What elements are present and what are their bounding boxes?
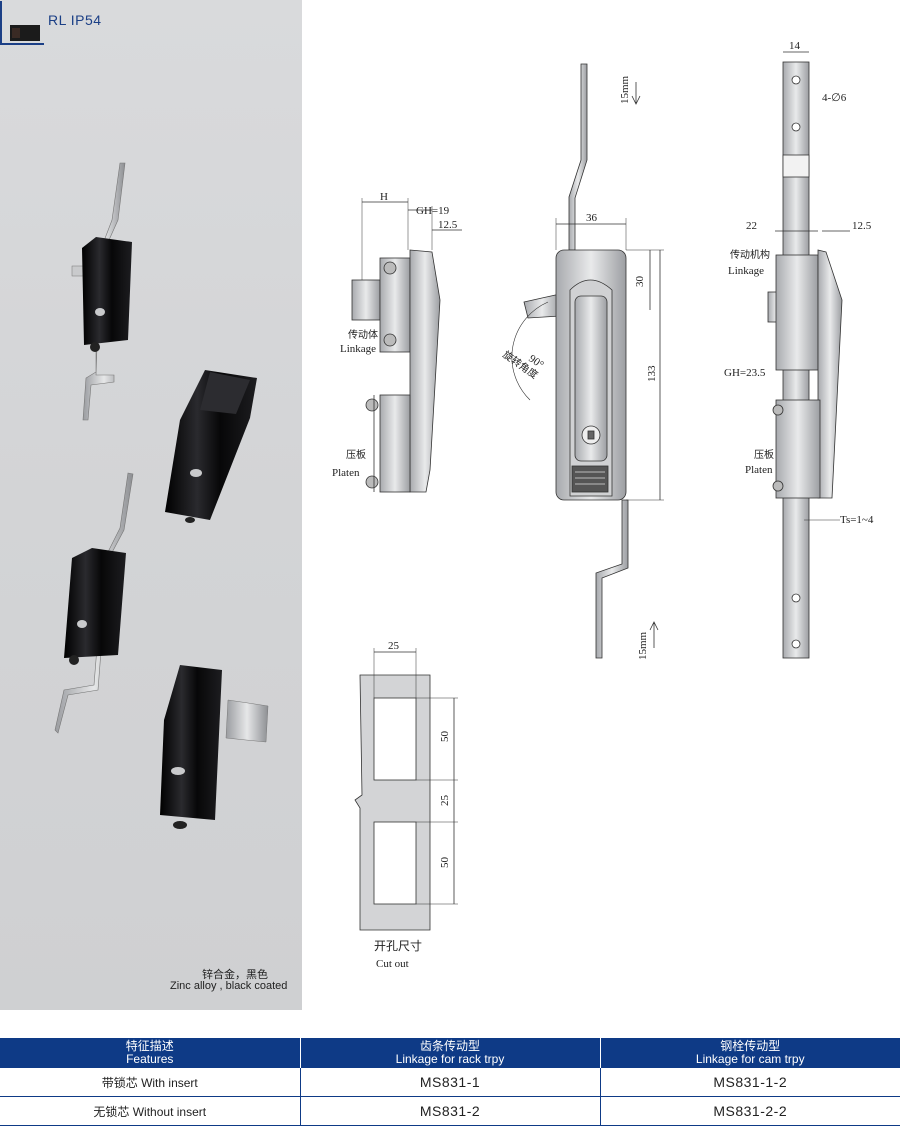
row-rack-model: MS831-1 xyxy=(300,1068,601,1097)
side-linkage-en: Linkage xyxy=(340,343,376,355)
cam-linkage-en: Linkage xyxy=(728,265,764,277)
brand-name: RL xyxy=(48,12,67,28)
spec-table: 特征描述 Features 齿条传动型 Linkage for rack trp… xyxy=(0,1038,900,1126)
technical-drawing: H GH=19 12.5 传动体 Linkage 压板 Platen 36 30… xyxy=(332,40,874,970)
row-feature: 带锁芯 With insert xyxy=(0,1068,301,1097)
cam-holes: 4-∅6 xyxy=(822,92,847,104)
photo-lock-cam-with-insert xyxy=(54,472,134,734)
cam-linkage-cn: 传动机构 xyxy=(730,248,770,261)
side-platen-en: Platen xyxy=(332,467,360,479)
material-cn-label: 锌合金，黑色 xyxy=(202,968,268,981)
table-row: 带锁芯 With insert MS831-1 MS831-1-2 xyxy=(0,1068,900,1097)
brand-badge-icon xyxy=(0,1,44,45)
header-cam-en: Linkage for cam trpy xyxy=(695,1052,805,1066)
material-en-label: Zinc alloy , black coated xyxy=(170,980,288,992)
row-cam-model: MS831-1-2 xyxy=(600,1068,900,1097)
cutout-dim-gap: 25 xyxy=(439,795,451,807)
side-dim-12-5: 12.5 xyxy=(438,219,458,231)
cutout-dim-upper: 50 xyxy=(439,731,451,743)
product-photo-panel xyxy=(0,0,302,1010)
photo-lock-rack-with-insert xyxy=(71,162,132,421)
header-rack: 齿条传动型 Linkage for rack trpy xyxy=(300,1038,601,1068)
cam-platen-cn: 压板 xyxy=(754,448,774,461)
front-stroke-bottom: 15mm xyxy=(637,631,649,660)
table-row: 无锁芯 Without insert MS831-2 MS831-2-2 xyxy=(0,1096,900,1126)
cam-dim-22: 22 xyxy=(746,220,757,232)
header-cam-cn: 钢栓传动型 xyxy=(720,1039,781,1053)
header-features-en: Features xyxy=(126,1052,174,1066)
ip-rating: IP54 xyxy=(70,12,102,28)
row-feature: 无锁芯 Without insert xyxy=(0,1096,301,1126)
brand-label: RL IP54 xyxy=(48,12,102,28)
side-linkage-cn: 传动体 xyxy=(348,329,378,341)
product-photos xyxy=(54,162,269,829)
header-features-cn: 特征描述 xyxy=(125,1039,174,1053)
side-platen-cn: 压板 xyxy=(346,448,366,461)
cutout-drawing xyxy=(354,648,458,931)
side-view-drawing xyxy=(351,198,462,493)
cutout-title-cn: 开孔尺寸 xyxy=(374,939,422,953)
row-cam-model: MS831-2-2 xyxy=(600,1096,900,1126)
cutout-dim-width: 25 xyxy=(388,640,400,652)
photo-lock-rack-large xyxy=(165,370,257,523)
side-dim-h: H xyxy=(380,191,388,203)
cam-view-drawing xyxy=(767,51,850,659)
header-features: 特征描述 Features xyxy=(0,1038,301,1068)
header-rack-en: Linkage for rack trpy xyxy=(395,1052,505,1066)
cam-ts: Ts=1~4 xyxy=(840,514,874,526)
cutout-dim-lower: 50 xyxy=(439,857,451,869)
front-view-drawing xyxy=(511,63,664,659)
front-stroke-top: 15mm xyxy=(619,75,631,104)
header-rack-cn: 齿条传动型 xyxy=(419,1039,480,1053)
cam-dim-14: 14 xyxy=(789,40,801,52)
header-cam: 钢栓传动型 Linkage for cam trpy xyxy=(600,1038,900,1068)
cam-dim-12-5: 12.5 xyxy=(852,220,872,232)
front-dim-133: 133 xyxy=(646,365,658,382)
photo-lock-cam-large xyxy=(160,665,269,829)
side-dim-gh: GH=19 xyxy=(416,205,450,217)
table-header-row: 特征描述 Features 齿条传动型 Linkage for rack trp… xyxy=(0,1038,900,1068)
cam-gh: GH=23.5 xyxy=(724,367,766,379)
front-dim-36: 36 xyxy=(586,212,598,224)
cam-platen-en: Platen xyxy=(745,464,773,476)
front-dim-30: 30 xyxy=(634,276,646,288)
row-rack-model: MS831-2 xyxy=(300,1096,601,1126)
cutout-title-en: Cut out xyxy=(376,958,409,970)
